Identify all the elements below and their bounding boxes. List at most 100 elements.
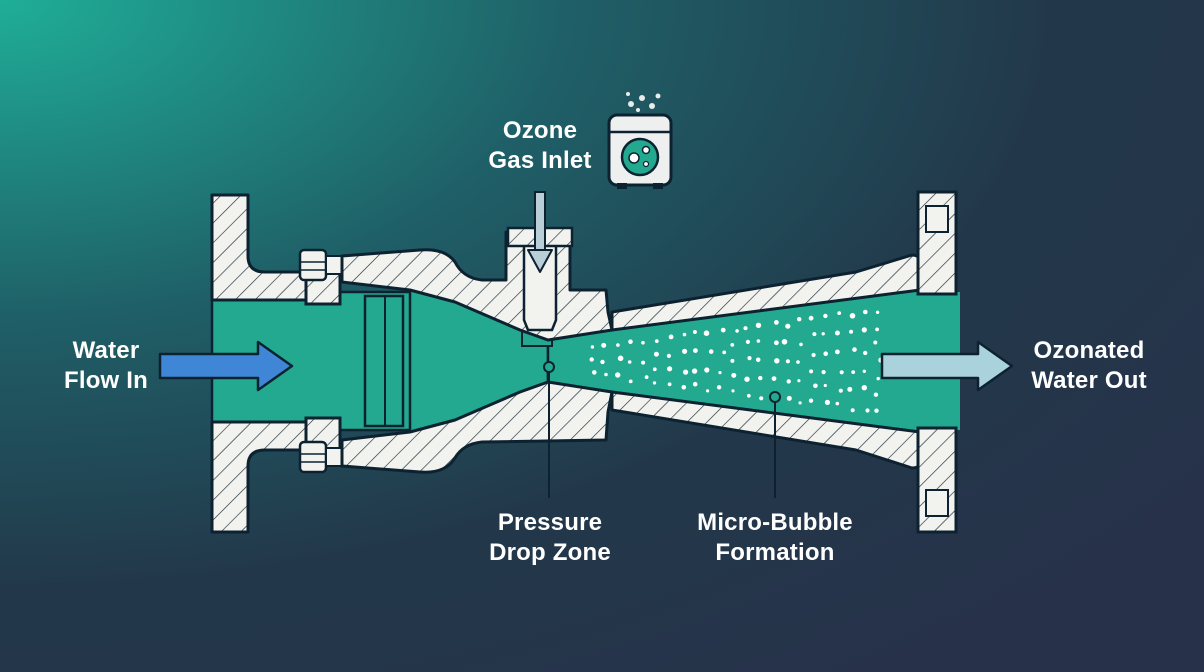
bubble xyxy=(615,372,621,378)
ozone-gas-inlet-line-1: Ozone xyxy=(502,117,578,144)
water-flow-in-line-1: Water xyxy=(72,337,140,364)
bubble xyxy=(682,348,688,354)
bubble xyxy=(731,372,737,378)
bubble xyxy=(667,366,673,372)
bubble xyxy=(771,376,777,381)
bubble xyxy=(875,327,879,332)
bubble xyxy=(706,389,710,393)
bubble xyxy=(617,355,624,362)
bubble xyxy=(837,311,842,315)
bubble xyxy=(774,358,780,364)
bubble xyxy=(821,332,825,336)
bubble xyxy=(849,313,856,319)
outlet-flange xyxy=(916,190,958,534)
bubble xyxy=(821,370,826,375)
bubble xyxy=(799,342,803,347)
bubble xyxy=(873,340,878,345)
bubble xyxy=(682,332,687,337)
bubble xyxy=(863,350,868,356)
bubble xyxy=(774,340,779,346)
bubble xyxy=(785,323,791,329)
flow-in-arrow xyxy=(158,340,294,392)
bubble xyxy=(797,317,802,322)
bubble xyxy=(718,371,722,375)
pressure-drop-zone-line-2: Drop Zone xyxy=(489,539,611,566)
ozonated-water-out-line-1: Ozonated xyxy=(1033,337,1145,364)
pressure-drop-zone-label: Pressure Drop Zone xyxy=(470,508,630,568)
bubble xyxy=(876,376,880,381)
bubble xyxy=(743,326,748,331)
micro-bubbles xyxy=(589,309,884,413)
ozone-gas-inlet-label: Ozone Gas Inlet xyxy=(470,116,610,176)
bubble xyxy=(652,381,657,385)
bubble xyxy=(839,370,844,375)
bubble xyxy=(628,379,633,384)
bubble xyxy=(666,353,672,358)
bubble xyxy=(691,368,698,374)
bubble xyxy=(681,385,687,390)
bubble xyxy=(823,383,827,388)
water-flow-in-label: Water Flow In xyxy=(36,336,176,396)
bubble xyxy=(849,329,854,334)
bubble xyxy=(628,339,633,345)
bubble xyxy=(823,313,828,319)
bubble xyxy=(834,330,840,336)
bubble xyxy=(852,347,857,352)
micro-bubble-formation-line-1: Micro-Bubble xyxy=(697,509,853,536)
bubble xyxy=(873,392,879,397)
bubble xyxy=(823,351,828,357)
bubble xyxy=(755,322,762,328)
bubble xyxy=(861,385,867,391)
flange-bolts xyxy=(298,248,343,474)
bubble xyxy=(652,367,657,372)
bubble xyxy=(781,339,788,345)
bubble xyxy=(704,367,710,373)
bubble xyxy=(835,349,840,355)
micro-bubble-formation-label: Micro-Bubble Formation xyxy=(680,508,870,568)
bubble xyxy=(785,359,791,364)
water-flow-in-line-2: Flow In xyxy=(63,367,149,394)
bubble xyxy=(667,382,672,387)
bubble xyxy=(808,398,814,403)
bubble xyxy=(774,320,779,325)
bubble xyxy=(604,372,608,377)
bubble xyxy=(747,356,752,361)
bubble xyxy=(861,327,867,333)
bubble xyxy=(755,357,761,363)
bubble xyxy=(683,369,689,375)
bubble xyxy=(824,399,831,405)
bubble xyxy=(720,327,726,333)
bubble xyxy=(693,348,698,353)
micro-bubble-leader xyxy=(769,391,781,498)
bubble xyxy=(865,408,870,413)
bubble xyxy=(811,352,816,358)
bubble xyxy=(756,339,761,343)
bubble xyxy=(730,343,735,347)
bubble xyxy=(786,395,792,401)
bubble xyxy=(722,350,727,355)
bubble xyxy=(668,334,674,340)
bubble xyxy=(808,315,814,321)
bubble xyxy=(716,385,722,390)
bubble xyxy=(850,408,855,413)
bubble xyxy=(644,375,649,379)
ozonated-water-out-label: Ozonated Water Out xyxy=(1014,336,1164,396)
bubble xyxy=(589,357,594,362)
bubble xyxy=(590,345,595,349)
bubble xyxy=(654,339,659,343)
bubble xyxy=(730,358,735,363)
ozonated-water-out-line-2: Water Out xyxy=(1031,367,1147,394)
micro-bubble-formation-line-2: Formation xyxy=(715,539,835,566)
bubble xyxy=(862,369,866,373)
flow-out-arrow xyxy=(880,340,1014,392)
bubble xyxy=(796,360,800,364)
bubble xyxy=(875,310,880,314)
bubble xyxy=(786,379,791,384)
pressure-drop-leader xyxy=(543,361,555,498)
bubble xyxy=(627,360,632,364)
bubble xyxy=(847,386,853,392)
gas-down-arrow xyxy=(527,191,553,273)
bubble xyxy=(851,370,856,374)
bubble xyxy=(798,401,802,405)
